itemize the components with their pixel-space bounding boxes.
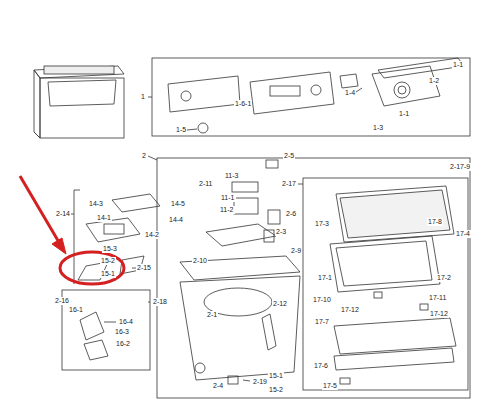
callout-number: 1-6-1 (234, 100, 252, 108)
leader-line (148, 97, 152, 98)
callout-number: 14-3 (88, 200, 104, 208)
highlight-annotation (20, 176, 124, 284)
washer-thumbnail (34, 66, 124, 138)
control-panel (168, 58, 464, 133)
callout-number: 2-18 (152, 298, 168, 306)
callout-number: 15-1 (268, 372, 284, 380)
callout-number: 2-3 (275, 228, 287, 236)
group-frame (303, 178, 468, 390)
callout-number: 11-1 (220, 194, 236, 202)
callout-number: 1-1 (398, 110, 410, 118)
callout-number: 1-3 (372, 124, 384, 132)
callout-number: 2-11 (198, 180, 214, 188)
callout-number: 2-5 (283, 152, 295, 160)
callout-number: 2-4 (212, 382, 224, 390)
callout-number: 2-16 (54, 297, 70, 305)
leader-line (298, 184, 303, 185)
callout-number: 2-19 (252, 378, 268, 386)
group-frame (157, 158, 470, 398)
callout-number: 2-14 (55, 210, 71, 218)
callout-number: 14-5 (170, 200, 186, 208)
callout-number: 2-15 (136, 264, 152, 272)
callout-number: 16-3 (114, 328, 130, 336)
callout-number: 1-4 (344, 89, 356, 97)
callout-number: 17-6 (313, 362, 329, 370)
callout-number: 17-10 (312, 296, 332, 304)
callout-number: 17-4 (455, 230, 471, 238)
callout-number: 2-17 (281, 180, 297, 188)
callout-number: 15-3 (102, 245, 118, 253)
tub-and-parts (180, 160, 300, 384)
callout-number: 11-3 (224, 172, 240, 180)
callout-number: 2-10 (192, 257, 208, 265)
lid-parts (330, 186, 456, 384)
group-frame (152, 58, 470, 136)
callout-number: 2-1 (206, 311, 218, 319)
callout-number: 2-6 (285, 210, 297, 218)
callout-number: 17-8 (427, 218, 443, 226)
callout-number: 1-5 (175, 126, 187, 134)
callout-number: 1-1 (452, 61, 464, 69)
callout-number: 1 (140, 93, 146, 101)
callout-number: 15-2 (268, 386, 284, 394)
callout-number: 2 (141, 152, 147, 160)
callout-number: 1-2 (428, 77, 440, 85)
callout-number: 17-5 (322, 382, 338, 390)
callout-number: 15-1 (100, 270, 116, 278)
callout-number: 17-12 (340, 306, 360, 314)
callout-number: 17-3 (314, 220, 330, 228)
callout-number: 2-12 (272, 300, 288, 308)
callout-number: 11-2 (219, 206, 235, 214)
callout-number: 17-1 (317, 274, 333, 282)
callout-number: 14-4 (168, 216, 184, 224)
callout-number: 14-2 (144, 231, 160, 239)
callout-number: 16-1 (68, 306, 84, 314)
callout-number: 17-12 (429, 310, 449, 318)
callout-number: 17-2 (436, 274, 452, 282)
callout-number: 16-2 (115, 340, 131, 348)
callout-number: 17-11 (428, 294, 447, 302)
leader-line (148, 156, 157, 160)
callout-number: 14-1 (96, 214, 112, 222)
callout-number: 2-9 (290, 247, 302, 255)
callout-number: 2-17-9 (449, 163, 471, 171)
callout-number: 17-7 (314, 318, 330, 326)
callout-number: 15-2 (100, 257, 116, 265)
callout-number: 16-4 (118, 318, 134, 326)
